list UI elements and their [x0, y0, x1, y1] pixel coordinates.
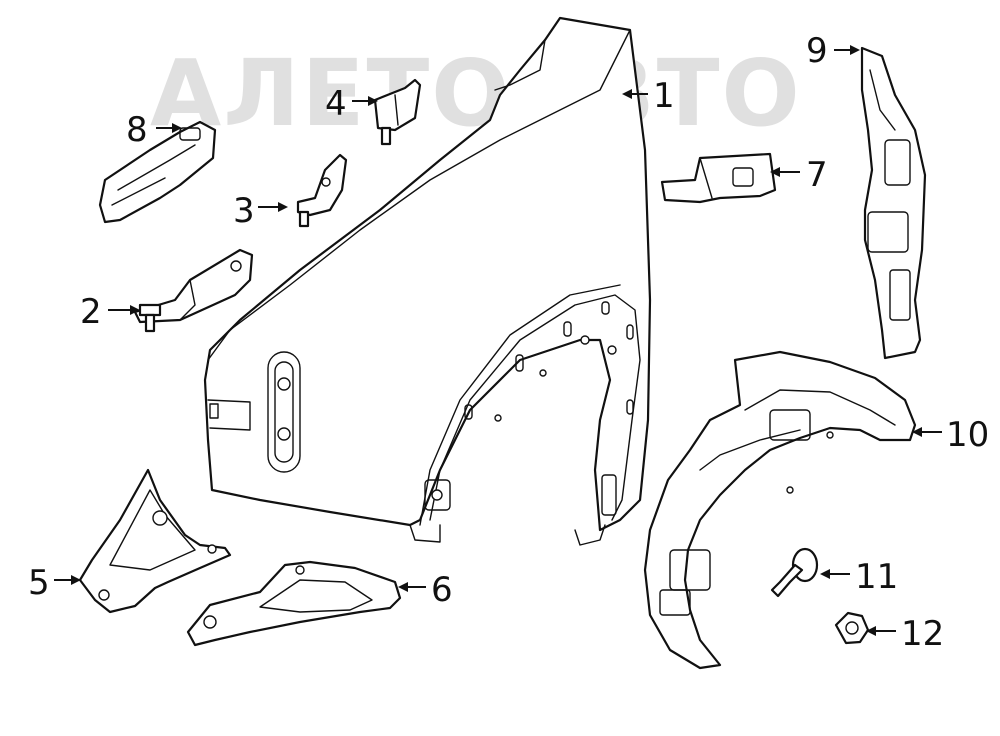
callout-label-7: 7 — [806, 155, 828, 195]
small-bracket — [296, 153, 348, 228]
arrow-head — [912, 427, 922, 437]
callout-6: 6 — [398, 570, 453, 610]
sill-bracket — [186, 560, 402, 647]
arrow-head — [622, 89, 632, 99]
callout-8: 8 — [126, 110, 182, 150]
arrow-head — [850, 45, 860, 55]
callout-label-10: 10 — [946, 415, 989, 455]
callout-2: 2 — [80, 292, 140, 332]
arrow-head — [770, 167, 780, 177]
callout-label-4: 4 — [325, 84, 347, 124]
arrow-head — [866, 626, 876, 636]
watermark-text: АЛЕТОАВТО — [150, 40, 802, 147]
callout-label-11: 11 — [855, 557, 898, 597]
callout-1: 1 — [622, 76, 675, 116]
callout-label-3: 3 — [233, 191, 255, 231]
arrow-head — [278, 202, 288, 212]
callout-10: 10 — [912, 415, 989, 455]
callout-4: 4 — [325, 84, 378, 124]
callout-label-9: 9 — [806, 31, 828, 71]
upper-bracket — [373, 78, 422, 146]
rear-fender-bracket — [660, 152, 777, 204]
callout-12: 12 — [866, 614, 944, 654]
callout-label-8: 8 — [126, 110, 148, 150]
callout-9: 9 — [806, 31, 860, 71]
flange-nut — [834, 611, 870, 645]
callout-label-12: 12 — [901, 614, 944, 654]
callout-7: 7 — [770, 155, 828, 195]
mounting-bracket — [98, 120, 217, 224]
wheelhouse-liner — [643, 350, 917, 670]
arrow-head — [398, 582, 408, 592]
arrow-head — [71, 575, 81, 585]
callout-label-2: 2 — [80, 292, 102, 332]
callout-5: 5 — [28, 563, 81, 603]
callout-3: 3 — [233, 191, 288, 231]
lower-fender-bracket — [133, 248, 254, 333]
arrow-head — [368, 96, 378, 106]
push-pin-clip — [770, 547, 819, 598]
vertical-reinforcement — [860, 46, 927, 360]
callout-label-6: 6 — [431, 570, 453, 610]
callout-label-5: 5 — [28, 563, 50, 603]
arrow-head — [130, 305, 140, 315]
arrow-head — [172, 123, 182, 133]
callout-label-1: 1 — [653, 76, 675, 116]
triangular-brace — [78, 468, 232, 614]
callout-11: 11 — [820, 557, 898, 597]
front-fender — [203, 16, 652, 546]
arrow-head — [820, 569, 830, 579]
